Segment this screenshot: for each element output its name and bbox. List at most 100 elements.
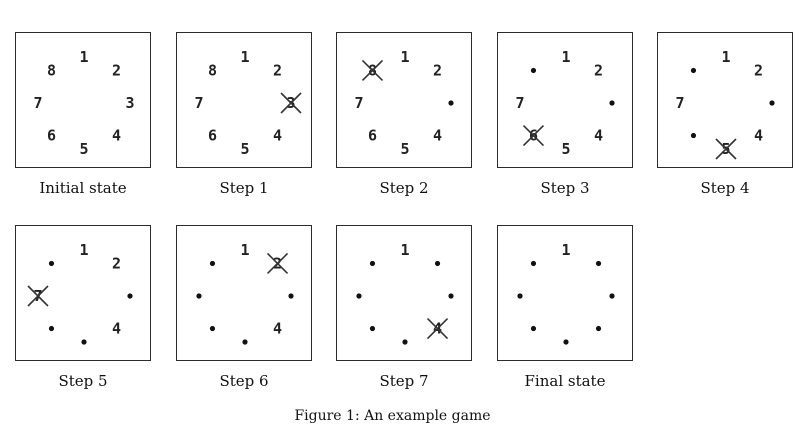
position-5 — [402, 339, 408, 345]
panel-label: Final state — [524, 372, 606, 390]
position-1: 1 — [721, 48, 730, 66]
position-number: 4 — [273, 320, 282, 338]
position-1: 1 — [240, 48, 249, 66]
empty-position-dot — [530, 325, 537, 332]
position-6 — [690, 132, 697, 139]
empty-position-dot — [563, 339, 569, 345]
game-panel-step-7: 14 — [336, 225, 472, 361]
position-4: 4 — [273, 320, 282, 338]
position-number: 2 — [754, 61, 763, 79]
position-6 — [530, 325, 537, 332]
position-4: 4 — [112, 127, 121, 145]
position-3 — [288, 293, 294, 299]
position-number: 8 — [47, 61, 56, 79]
panel-label: Initial state — [39, 179, 127, 197]
cross-out-mark — [715, 138, 737, 160]
position-7 — [356, 293, 362, 299]
position-1: 1 — [400, 241, 409, 259]
empty-position-dot — [448, 100, 454, 106]
empty-position-dot — [48, 325, 55, 332]
position-2: 2 — [433, 61, 442, 79]
circle-board: 14 — [356, 241, 454, 345]
position-1: 1 — [79, 241, 88, 259]
empty-position-dot — [288, 293, 294, 299]
position-8: 8 — [208, 61, 217, 79]
position-number: 4 — [594, 127, 603, 145]
position-8 — [369, 260, 376, 267]
position-number: 5 — [400, 140, 409, 158]
position-number: 1 — [561, 241, 570, 259]
position-6: 6 — [47, 127, 56, 145]
position-number: 2 — [273, 61, 282, 79]
position-3 — [609, 293, 615, 299]
position-6: 6 — [368, 127, 377, 145]
panel-label: Step 6 — [219, 372, 269, 390]
position-number: 8 — [208, 61, 217, 79]
position-5: 5 — [561, 140, 570, 158]
empty-position-dot — [530, 67, 537, 74]
position-number: 5 — [240, 140, 249, 158]
empty-position-dot — [769, 100, 775, 106]
position-5: 5 — [400, 140, 409, 158]
empty-position-dot — [196, 293, 202, 299]
position-3 — [448, 293, 454, 299]
empty-position-dot — [81, 339, 87, 345]
position-1: 1 — [561, 48, 570, 66]
circle-board: 124 — [196, 241, 294, 345]
position-7 — [196, 293, 202, 299]
position-8 — [530, 260, 537, 267]
position-2 — [434, 260, 441, 267]
position-number: 5 — [561, 140, 570, 158]
panel-label: Step 2 — [379, 179, 429, 197]
empty-position-dot — [530, 260, 537, 267]
position-5 — [81, 339, 87, 345]
position-number: 4 — [273, 127, 282, 145]
position-6 — [48, 325, 55, 332]
position-4: 4 — [112, 320, 121, 338]
position-number: 2 — [433, 61, 442, 79]
cross-out-mark — [522, 124, 545, 147]
position-3 — [127, 293, 133, 299]
position-5: 5 — [715, 138, 737, 160]
empty-position-dot — [402, 339, 408, 345]
position-number: 4 — [112, 127, 121, 145]
position-8: 8 — [47, 61, 56, 79]
position-5: 5 — [240, 140, 249, 158]
position-2: 2 — [754, 61, 763, 79]
empty-position-dot — [127, 293, 133, 299]
position-number: 4 — [754, 127, 763, 145]
position-4: 4 — [273, 127, 282, 145]
panel-label: Step 3 — [540, 179, 590, 197]
position-4: 4 — [754, 127, 763, 145]
position-number: 7 — [33, 94, 42, 112]
position-number: 2 — [112, 61, 121, 79]
empty-position-dot — [242, 339, 248, 345]
position-number: 4 — [112, 320, 121, 338]
position-number: 6 — [47, 127, 56, 145]
empty-position-dot — [48, 260, 55, 267]
position-number: 1 — [79, 48, 88, 66]
position-2: 2 — [594, 61, 603, 79]
position-number: 1 — [721, 48, 730, 66]
position-number: 1 — [400, 48, 409, 66]
position-number: 6 — [208, 127, 217, 145]
position-1: 1 — [561, 241, 570, 259]
empty-position-dot — [609, 293, 615, 299]
position-number: 6 — [368, 127, 377, 145]
position-number: 4 — [433, 127, 442, 145]
position-6: 6 — [522, 124, 545, 147]
empty-position-dot — [595, 325, 602, 332]
position-2: 2 — [273, 61, 282, 79]
empty-position-dot — [209, 260, 216, 267]
cross-out-mark — [426, 317, 449, 340]
empty-position-dot — [369, 260, 376, 267]
panel-label: Step 5 — [58, 372, 108, 390]
position-6: 6 — [208, 127, 217, 145]
